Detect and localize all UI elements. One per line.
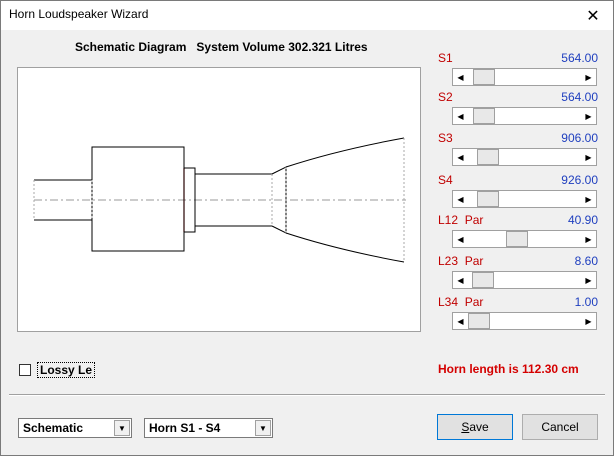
param-l23: L23 Par 8.60 ◀ ▶ bbox=[438, 254, 598, 292]
flare-bottom bbox=[285, 232, 405, 263]
param-value: 906.00 bbox=[561, 131, 598, 145]
param-s1: S1 564.00 ◀ ▶ bbox=[438, 51, 598, 89]
s2-slider[interactable]: ◀ ▶ bbox=[452, 107, 597, 125]
cancel-button-label: Cancel bbox=[541, 420, 579, 434]
param-value: 1.00 bbox=[574, 295, 598, 309]
chevron-down-icon[interactable]: ▼ bbox=[114, 420, 130, 436]
save-button-label: Save bbox=[461, 420, 489, 434]
scroll-left-icon[interactable]: ◀ bbox=[457, 275, 464, 285]
horn-schematic bbox=[33, 137, 406, 263]
s1-slider[interactable]: ◀ ▶ bbox=[452, 68, 597, 86]
scroll-left-icon[interactable]: ◀ bbox=[457, 72, 464, 82]
scroll-right-icon[interactable]: ▶ bbox=[585, 194, 592, 204]
scroll-right-icon[interactable]: ▶ bbox=[585, 275, 592, 285]
param-label: S2 bbox=[438, 90, 453, 104]
slider-thumb[interactable] bbox=[473, 108, 496, 124]
horn-length-text: Horn length is 112.30 cm bbox=[438, 362, 579, 376]
slider-thumb[interactable] bbox=[506, 231, 529, 247]
driver-box bbox=[183, 167, 196, 233]
view-select-value: Schematic bbox=[23, 421, 84, 435]
slider-thumb[interactable] bbox=[468, 313, 490, 329]
scroll-right-icon[interactable]: ▶ bbox=[585, 72, 592, 82]
title-bar: Horn Loudspeaker Wizard ✕ bbox=[1, 1, 613, 30]
schematic-diagram bbox=[17, 67, 421, 332]
param-l34: L34 Par 1.00 ◀ ▶ bbox=[438, 295, 598, 333]
close-icon[interactable]: ✕ bbox=[586, 7, 600, 25]
range-select[interactable]: Horn S1 - S4 ▼ bbox=[144, 418, 273, 438]
flare-top bbox=[285, 137, 405, 168]
param-label: S1 bbox=[438, 51, 453, 65]
param-s3: S3 906.00 ◀ ▶ bbox=[438, 131, 598, 169]
scroll-left-icon[interactable]: ◀ bbox=[457, 152, 464, 162]
param-value: 40.90 bbox=[567, 213, 598, 227]
chevron-down-icon[interactable]: ▼ bbox=[255, 420, 271, 436]
l12-slider[interactable]: ◀ ▶ bbox=[452, 230, 597, 248]
slider-thumb[interactable] bbox=[471, 272, 494, 288]
param-label: L34 Par bbox=[438, 295, 484, 309]
param-value: 8.60 bbox=[574, 254, 598, 268]
s4-slider[interactable]: ◀ ▶ bbox=[452, 190, 597, 208]
slider-thumb[interactable] bbox=[477, 191, 500, 207]
cancel-button[interactable]: Cancel bbox=[522, 414, 598, 440]
system-volume-text: System Volume 302.321 Litres bbox=[196, 40, 368, 54]
slider-thumb[interactable] bbox=[477, 149, 500, 165]
param-label: L12 Par bbox=[438, 213, 484, 227]
lossy-le-label[interactable]: Lossy Le bbox=[37, 362, 96, 378]
param-l12: L12 Par 40.90 ◀ ▶ bbox=[438, 213, 598, 251]
s3-slider[interactable]: ◀ ▶ bbox=[452, 148, 597, 166]
param-value: 564.00 bbox=[561, 90, 598, 104]
save-button[interactable]: Save bbox=[437, 414, 513, 440]
view-select[interactable]: Schematic ▼ bbox=[18, 418, 132, 438]
param-s4: S4 926.00 ◀ ▶ bbox=[438, 173, 598, 211]
scroll-right-icon[interactable]: ▶ bbox=[585, 111, 592, 121]
chamber bbox=[91, 146, 185, 252]
param-value: 564.00 bbox=[561, 51, 598, 65]
lossy-le-checkbox[interactable] bbox=[19, 364, 31, 376]
scroll-left-icon[interactable]: ◀ bbox=[457, 111, 464, 121]
l34-slider[interactable]: ◀ ▶ bbox=[452, 312, 597, 330]
scroll-left-icon[interactable]: ◀ bbox=[457, 316, 464, 326]
param-label: S4 bbox=[438, 173, 453, 187]
l23-slider[interactable]: ◀ ▶ bbox=[452, 271, 597, 289]
window-title: Horn Loudspeaker Wizard bbox=[9, 7, 149, 21]
range-select-value: Horn S1 - S4 bbox=[149, 421, 221, 435]
scroll-right-icon[interactable]: ▶ bbox=[585, 234, 592, 244]
param-s2: S2 564.00 ◀ ▶ bbox=[438, 90, 598, 128]
scroll-right-icon[interactable]: ▶ bbox=[585, 152, 592, 162]
param-label: S3 bbox=[438, 131, 453, 145]
divider bbox=[9, 394, 605, 396]
scroll-left-icon[interactable]: ◀ bbox=[457, 194, 464, 204]
scroll-left-icon[interactable]: ◀ bbox=[457, 234, 464, 244]
param-value: 926.00 bbox=[561, 173, 598, 187]
slider-thumb[interactable] bbox=[473, 69, 496, 85]
param-label: L23 Par bbox=[438, 254, 484, 268]
scroll-right-icon[interactable]: ▶ bbox=[585, 316, 592, 326]
diagram-label: Schematic Diagram bbox=[75, 40, 187, 54]
diagram-header: Schematic Diagram System Volume 302.321 … bbox=[75, 40, 368, 54]
